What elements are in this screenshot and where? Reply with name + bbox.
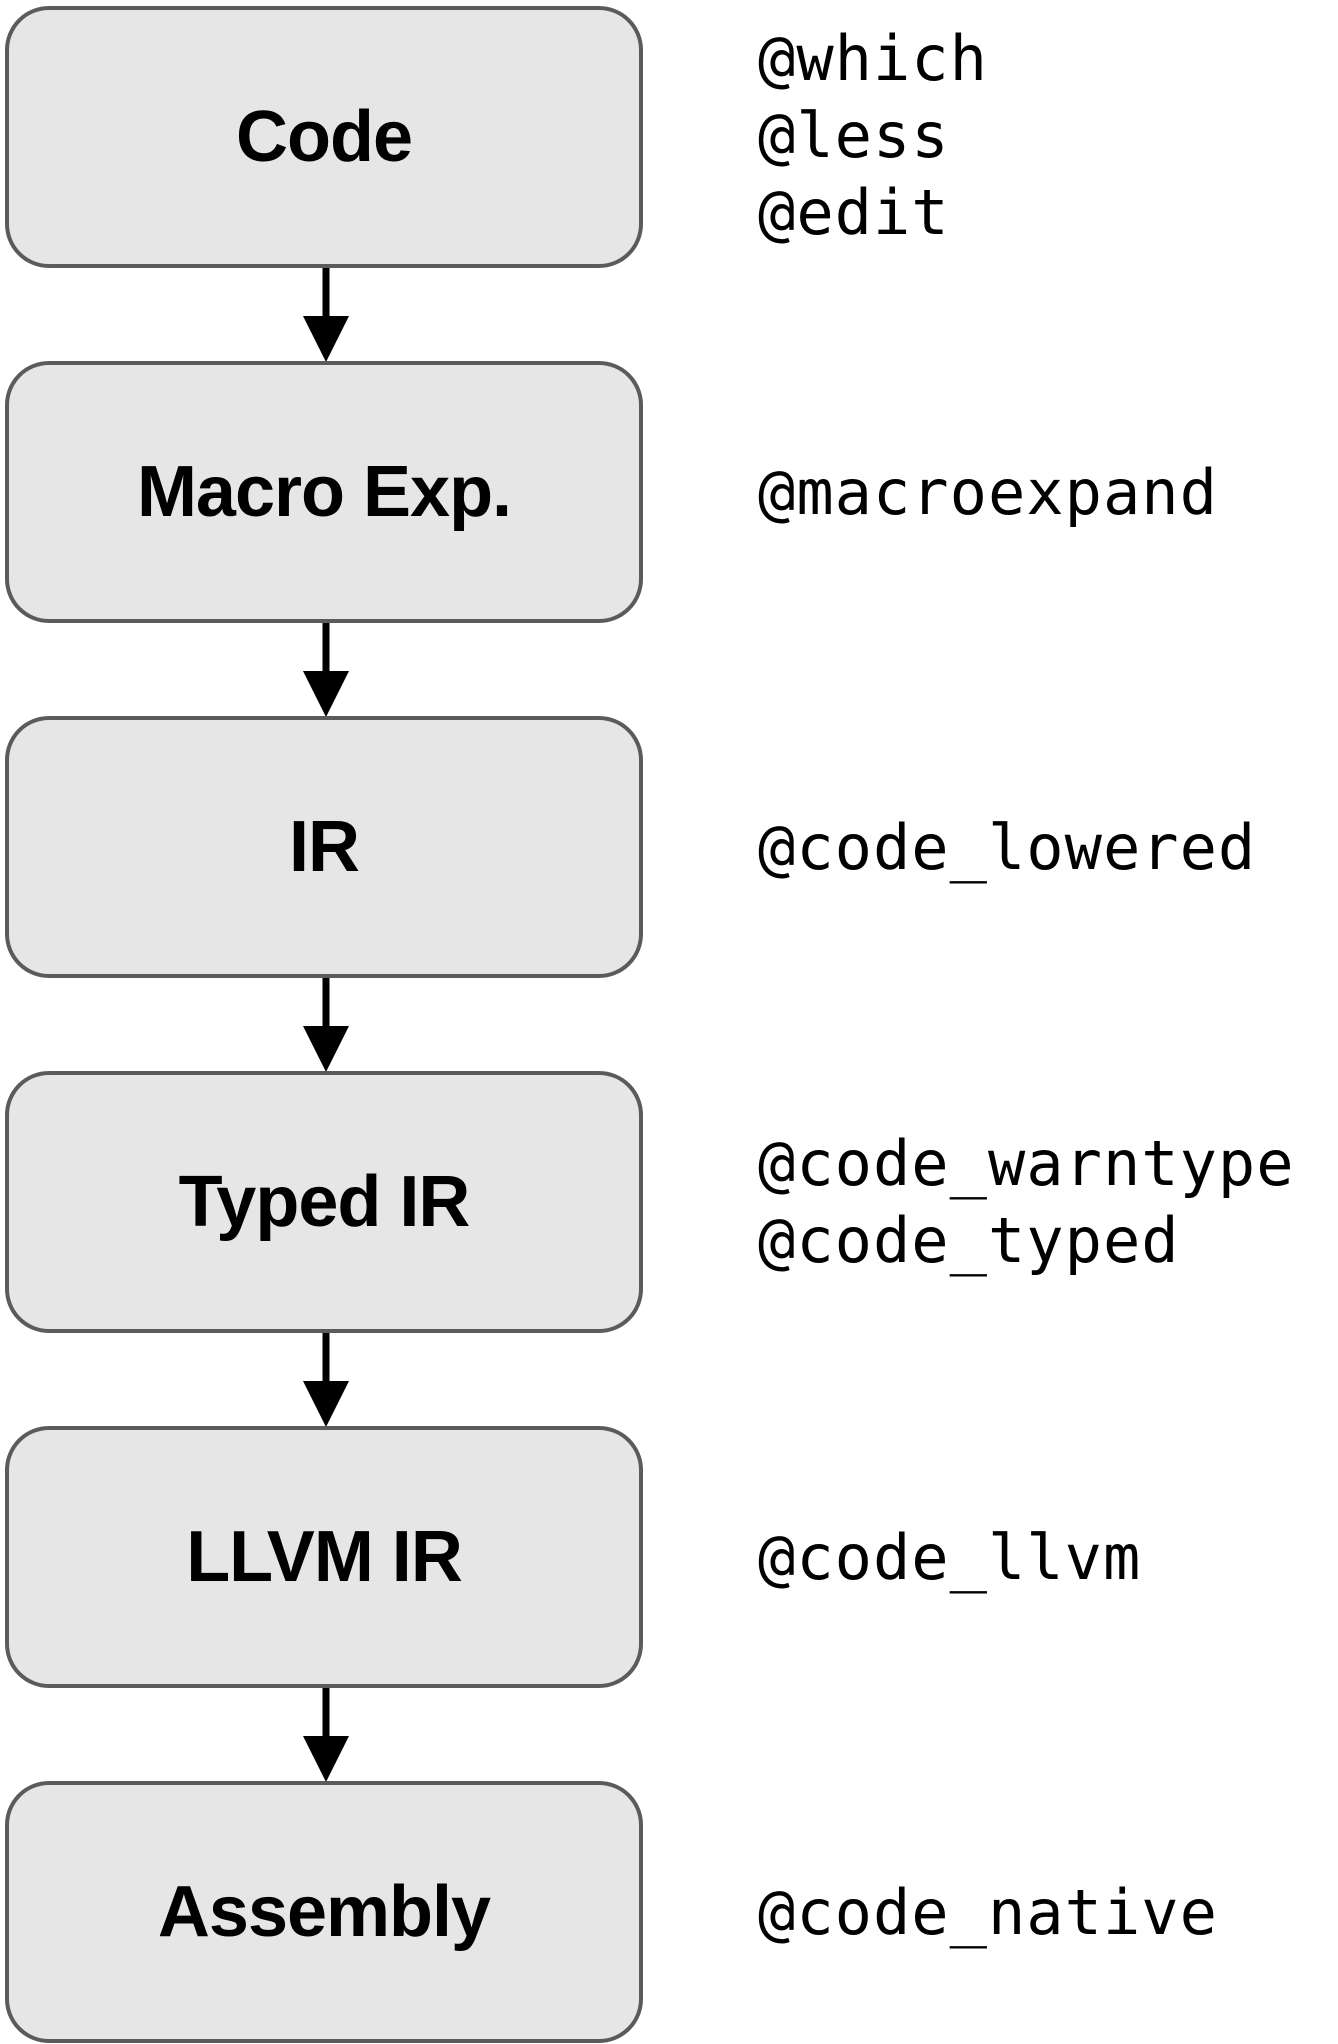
- macro-list-assembly: @code_native: [758, 1781, 1318, 2043]
- macro-list-code: @which @less @edit: [758, 20, 1318, 251]
- macro-edit: @edit: [758, 176, 950, 249]
- stage-box-ir: IR: [5, 716, 643, 978]
- stage-label-llvm-ir: LLVM IR: [186, 1517, 463, 1597]
- stage-box-llvm-ir: LLVM IR: [5, 1426, 643, 1688]
- macro-code-warntype: @code_warntype: [758, 1127, 1295, 1200]
- macro-code-native: @code_native: [758, 1875, 1218, 1949]
- stage-label-code: Code: [236, 97, 413, 177]
- macro-macroexpand: @macroexpand: [758, 455, 1218, 529]
- stage-box-typed-ir: Typed IR: [5, 1071, 643, 1333]
- macro-code-lowered: @code_lowered: [758, 810, 1257, 884]
- macro-list-ir: @code_lowered: [758, 716, 1318, 978]
- stage-box-macro-exp: Macro Exp.: [5, 361, 643, 623]
- arrow-code-to-macro-exp: [303, 268, 349, 362]
- stage-box-code: Code: [5, 6, 643, 268]
- macro-less: @less: [758, 99, 950, 172]
- arrow-llvm-ir-to-assembly: [303, 1688, 349, 1782]
- arrow-typed-ir-to-llvm-ir: [303, 1333, 349, 1427]
- macro-code-typed: @code_typed: [758, 1204, 1180, 1277]
- macro-which: @which: [758, 22, 988, 95]
- stage-label-ir: IR: [289, 807, 360, 887]
- macro-code-llvm: @code_llvm: [758, 1520, 1142, 1594]
- stage-label-typed-ir: Typed IR: [178, 1162, 471, 1242]
- stage-box-assembly: Assembly: [5, 1781, 643, 2043]
- stage-label-macro-exp: Macro Exp.: [136, 452, 512, 532]
- arrow-ir-to-typed-ir: [303, 978, 349, 1072]
- stage-label-assembly: Assembly: [157, 1872, 491, 1952]
- macro-list-typed-ir: @code_warntype @code_typed: [758, 1071, 1318, 1333]
- macro-list-macro-exp: @macroexpand: [758, 361, 1318, 623]
- macro-list-llvm-ir: @code_llvm: [758, 1426, 1318, 1688]
- arrow-macro-exp-to-ir: [303, 623, 349, 717]
